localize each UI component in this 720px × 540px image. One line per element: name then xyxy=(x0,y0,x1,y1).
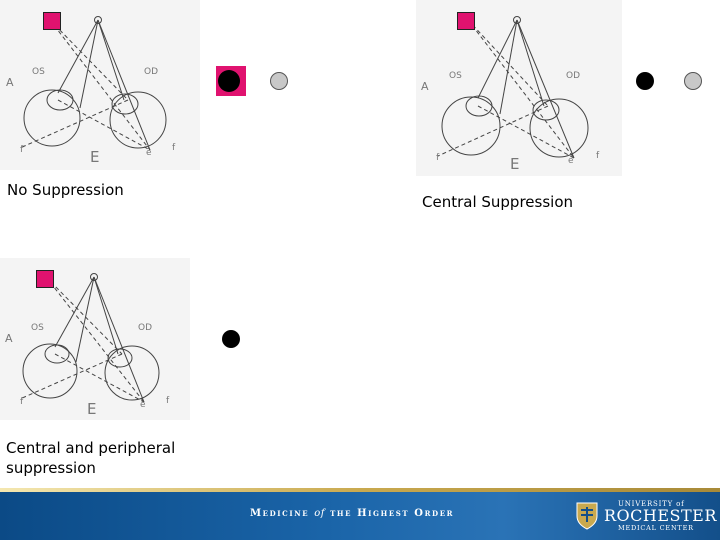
university-logo: UNIVERSITY of ROCHESTER MEDICAL CENTER xyxy=(576,500,716,534)
eye-diagram xyxy=(416,0,622,176)
logo-rochester: ROCHESTER xyxy=(604,506,717,525)
label-f-right: f xyxy=(596,151,600,161)
tagline-medicine: Medicine xyxy=(250,508,310,519)
label-e: e xyxy=(140,400,146,410)
label-E: E xyxy=(510,155,520,173)
label-A: A xyxy=(5,332,13,345)
target-square xyxy=(457,12,475,30)
percept-gray-dot xyxy=(270,72,288,90)
label-OS: OS xyxy=(31,323,44,333)
label-OD: OD xyxy=(566,71,581,81)
caption-no-suppression: No Suppression xyxy=(7,181,124,199)
diagram-panel-central-suppression: A OS OD E f e f xyxy=(416,0,622,176)
label-OD: OD xyxy=(138,323,153,333)
tagline-highest-order: the Highest Order xyxy=(330,508,455,519)
label-f-right: f xyxy=(172,143,176,153)
label-OS: OS xyxy=(449,71,462,81)
footer-tagline: Medicine of the Highest Order xyxy=(250,508,454,519)
footer-bar xyxy=(0,488,720,540)
tagline-of: of xyxy=(314,508,325,519)
caption-central-suppression: Central Suppression xyxy=(422,193,574,211)
eye-diagram xyxy=(0,258,190,420)
percept-black-dot xyxy=(222,330,240,348)
diagram-panel-central-peripheral-suppression: A OS OD E f e f xyxy=(0,258,190,420)
eye-diagram xyxy=(0,0,200,170)
caption-central-peripheral-suppression: Central and peripheral suppression xyxy=(6,439,176,477)
label-A: A xyxy=(421,80,429,93)
logo-medical-center: MEDICAL CENTER xyxy=(618,524,694,532)
logo-university-of: UNIVERSITY of xyxy=(618,500,685,508)
label-f-left: f xyxy=(436,153,440,163)
target-square xyxy=(43,12,61,30)
label-e: e xyxy=(568,156,574,166)
target-square xyxy=(36,270,54,288)
percept-black-dot xyxy=(636,72,654,90)
label-E: E xyxy=(90,148,100,166)
footer-gold-stripe xyxy=(0,488,720,492)
diagram-panel-no-suppression: A OS OD E f e f xyxy=(0,0,200,170)
label-f-left: f xyxy=(20,145,24,155)
label-E: E xyxy=(87,400,97,418)
label-f-right: f xyxy=(166,396,170,406)
label-OD: OD xyxy=(144,67,159,77)
label-OS: OS xyxy=(32,67,45,77)
label-e: e xyxy=(146,148,152,158)
percept-gray-dot xyxy=(684,72,702,90)
label-A: A xyxy=(6,76,14,89)
percept-black-dot xyxy=(218,70,240,92)
shield-icon xyxy=(576,502,598,530)
label-f-left: f xyxy=(20,397,24,407)
